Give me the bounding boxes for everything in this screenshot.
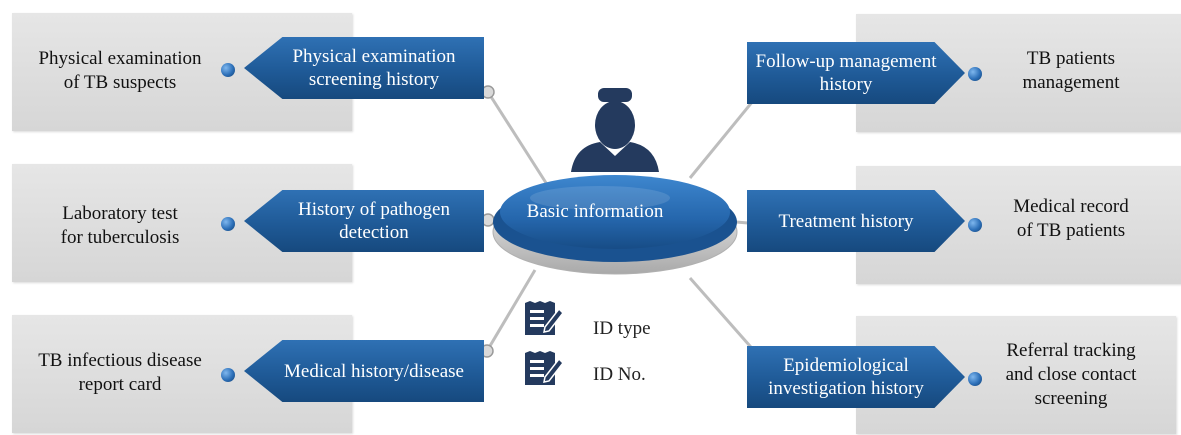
right-arrow-label: Follow-up management history — [747, 42, 965, 104]
connector-line — [688, 277, 759, 355]
connector-line — [485, 269, 537, 352]
bullet-dot-icon — [221, 368, 235, 382]
document-edit-icon — [525, 351, 564, 385]
id-type-label: ID type — [593, 318, 651, 339]
center-platform — [492, 175, 738, 275]
left-arrow-label: History of pathogen detection — [244, 190, 484, 252]
left-panel-text: Physical examination of TB suspects — [38, 48, 202, 93]
left-panel-text: Laboratory test for tuberculosis — [60, 203, 180, 248]
connector-line — [486, 91, 550, 187]
left-arrow-label: Medical history/disease — [244, 340, 484, 402]
bullet-dot-icon — [968, 67, 982, 81]
left-panel-text: TB infectious disease report card — [38, 350, 202, 395]
bullet-dot-icon — [221, 63, 235, 77]
id-no-label: ID No. — [593, 364, 646, 385]
left-arrow-label: Physical examination screening history — [244, 37, 484, 99]
right-arrow-label: Epidemiological investigation history — [747, 346, 965, 408]
right-arrow-label: Treatment history — [747, 190, 965, 252]
right-panel-text: Referral tracking and close contact scre… — [1005, 340, 1137, 409]
bullet-dot-icon — [221, 217, 235, 231]
bullet-dot-icon — [968, 372, 982, 386]
connector-line — [688, 89, 764, 179]
right-panel-text: Medical record of TB patients — [1013, 196, 1129, 241]
center-label: Basic information — [526, 201, 664, 222]
user-icon — [571, 88, 659, 172]
right-panel-text: TB patients management — [1022, 48, 1120, 93]
bullet-dot-icon — [968, 218, 982, 232]
document-edit-icon — [525, 301, 564, 335]
